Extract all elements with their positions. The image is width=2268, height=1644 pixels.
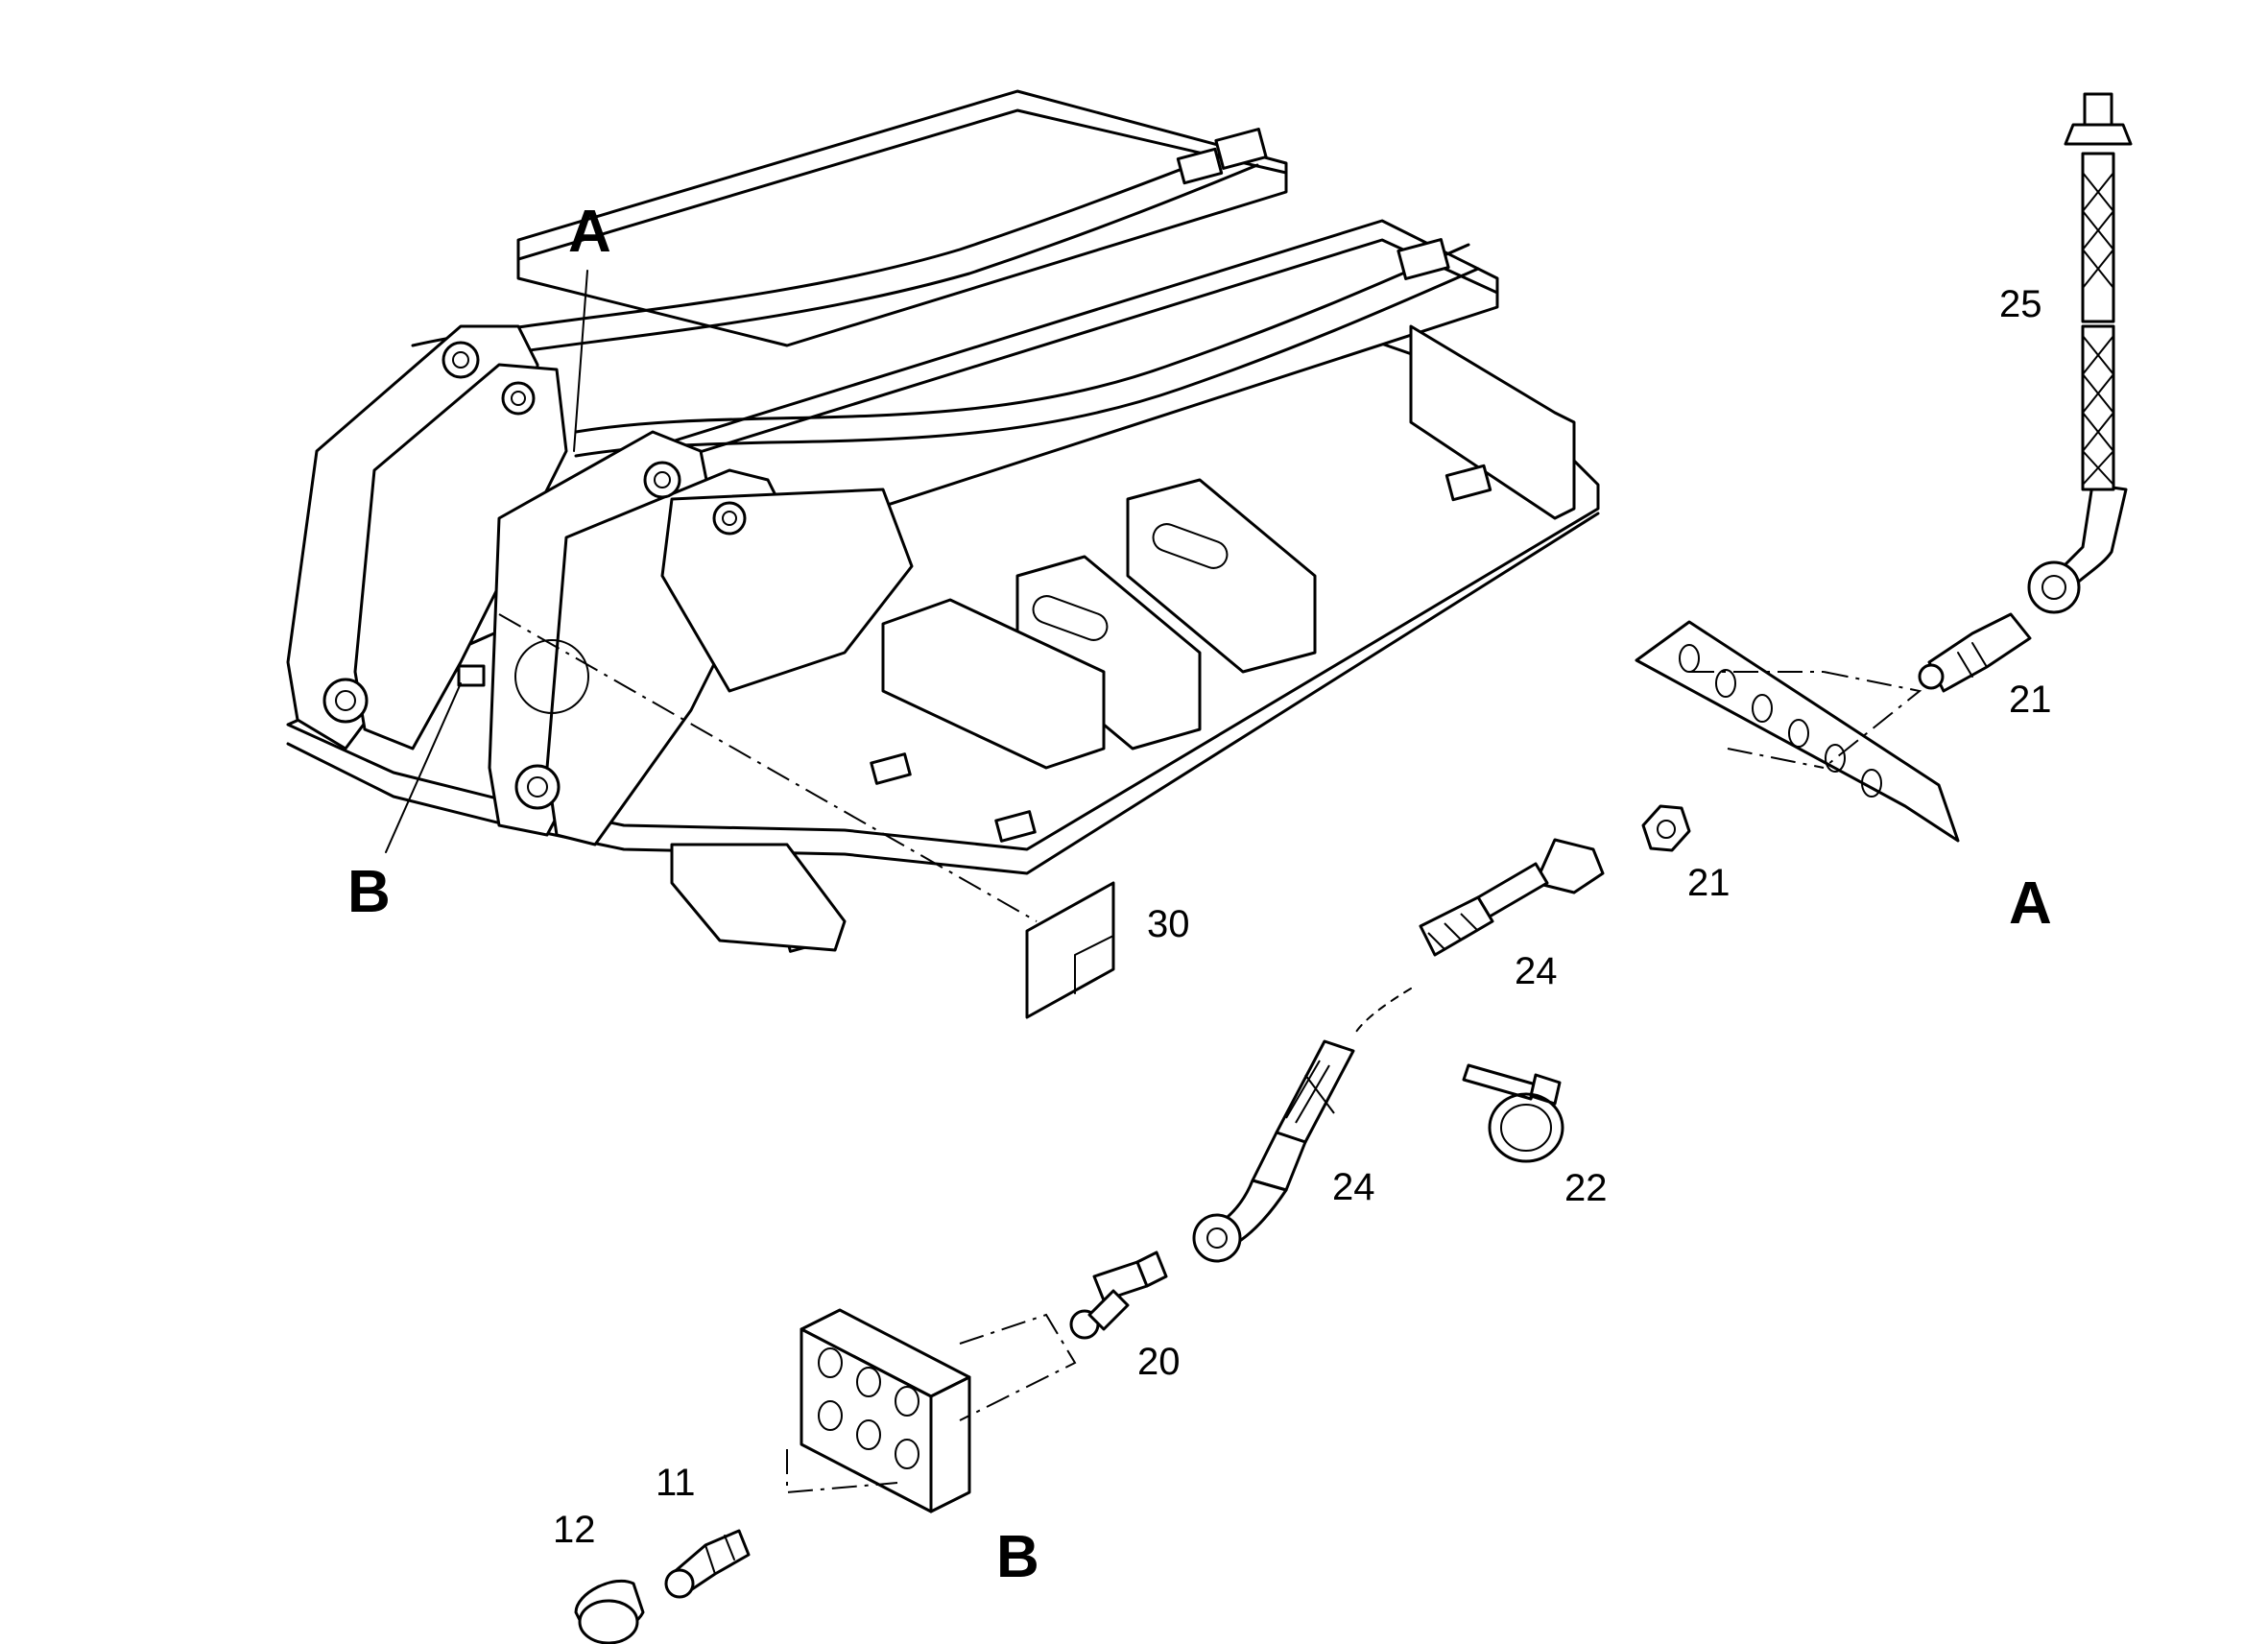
detail-a-plate <box>1635 620 1960 843</box>
part-label-24-lower: 24 <box>1332 1166 1375 1208</box>
part-label-12: 12 <box>553 1509 596 1551</box>
part-label-25: 25 <box>1999 283 2042 325</box>
part-11-nipple <box>664 1529 751 1599</box>
part-22-clamp <box>1462 1063 1564 1163</box>
part-label-24-upper: 24 <box>1515 950 1558 992</box>
detail-a-nut-21 <box>1641 804 1691 852</box>
hose-25 <box>2027 92 2133 614</box>
leader-b <box>385 682 462 853</box>
part-30-plate <box>1025 881 1115 1019</box>
part-label-20: 20 <box>1137 1341 1181 1383</box>
frame-callout-a: A <box>568 199 611 265</box>
part-label-11: 11 <box>656 1462 696 1504</box>
hose-24 <box>1192 838 1605 1263</box>
part-label-30: 30 <box>1147 903 1190 945</box>
part-label-21-nut: 21 <box>1687 862 1731 904</box>
part-12-cap <box>574 1579 645 1644</box>
detail-a-adapter-21 <box>1918 612 2032 693</box>
part-label-21-adapter: 21 <box>2009 679 2052 721</box>
part-20-fitting <box>1069 1251 1168 1340</box>
part-label-22: 22 <box>1564 1167 1608 1209</box>
machine-frame <box>286 89 1600 953</box>
leader-a <box>573 270 588 452</box>
detail-callout-b: B <box>996 1524 1039 1590</box>
detail-b-block <box>786 1308 1077 1513</box>
detail-callout-a: A <box>2009 870 2052 937</box>
frame-callout-b: B <box>347 859 391 925</box>
